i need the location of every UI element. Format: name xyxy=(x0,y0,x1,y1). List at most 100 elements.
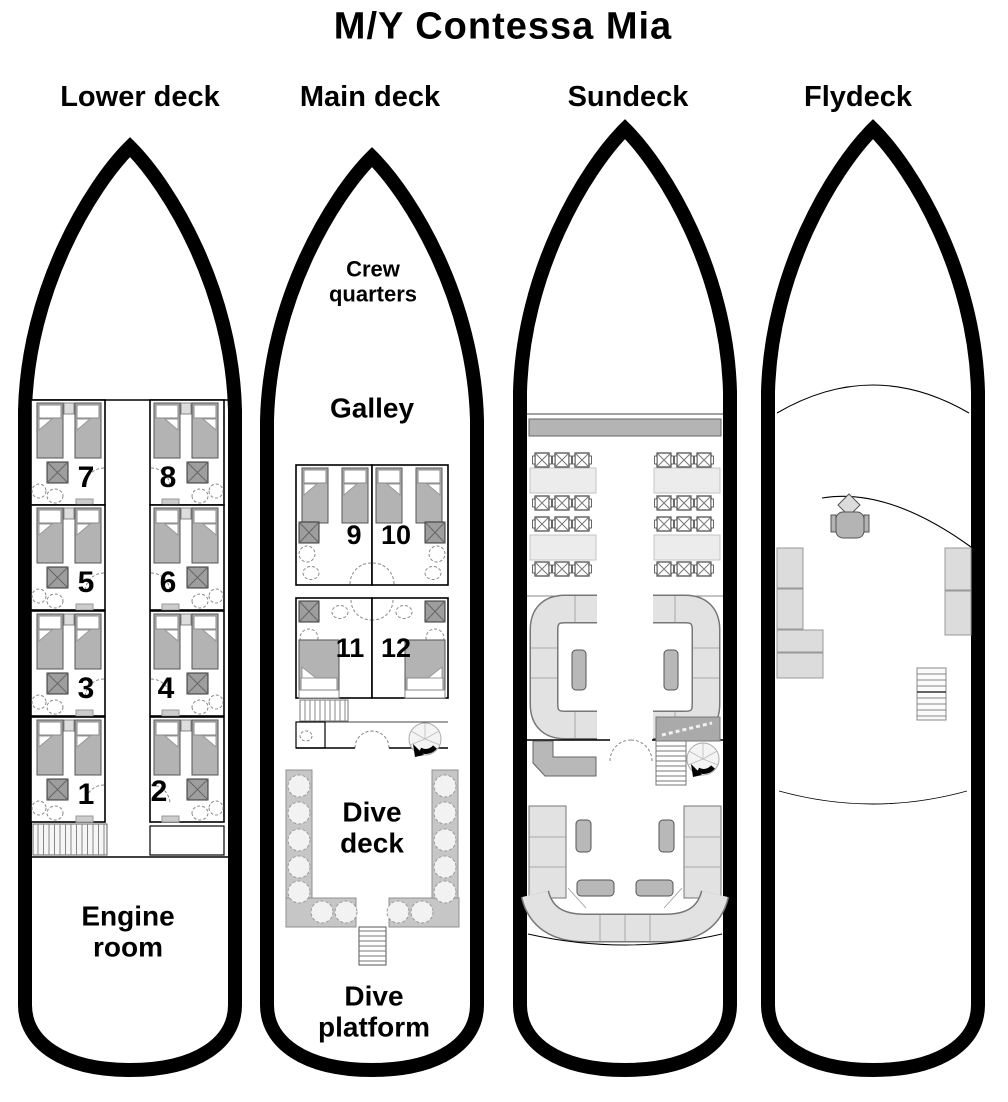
sundeck-plan xyxy=(513,119,737,1078)
dive-tank-icon xyxy=(287,855,311,879)
chair-icon xyxy=(673,452,695,468)
deck-edge-arc xyxy=(778,790,968,805)
wc-room xyxy=(295,721,326,749)
coffee-table xyxy=(658,819,675,853)
stairs-icon xyxy=(32,823,108,856)
chair-icon xyxy=(571,516,593,532)
coffee-table xyxy=(575,819,592,853)
chair-icon xyxy=(551,495,573,511)
stairs-icon xyxy=(299,699,349,722)
flydeck-plan xyxy=(761,119,985,1078)
dive-tank-icon xyxy=(433,855,457,879)
chair-icon xyxy=(531,561,553,577)
flydeck-seating xyxy=(776,547,972,679)
dining-table xyxy=(653,534,721,561)
chair-icon xyxy=(571,495,593,511)
cabin-1-number: 1 xyxy=(77,778,95,812)
dive-tank-icon xyxy=(334,900,358,924)
dining-table xyxy=(529,467,597,494)
sofa xyxy=(776,629,824,653)
sofa xyxy=(944,590,972,636)
flydeck-label: Flydeck xyxy=(804,80,912,113)
chair-icon xyxy=(693,561,715,577)
crew-quarters-label: Crew quarters xyxy=(328,256,418,306)
chair-icon xyxy=(673,495,695,511)
captain-chair xyxy=(835,511,865,539)
sofa xyxy=(944,547,972,591)
galley-label: Galley xyxy=(329,392,415,424)
cabin-3-number: 3 xyxy=(77,672,95,706)
dive-tank-icon xyxy=(433,801,457,825)
chair-icon xyxy=(673,561,695,577)
cabin-5-number: 5 xyxy=(77,566,95,600)
dive-deck-tank-racks xyxy=(285,769,460,928)
chair-icon xyxy=(531,452,553,468)
cabin-11-number: 11 xyxy=(335,632,365,663)
page-title: M/Y Contessa Mia xyxy=(333,5,673,48)
double-door-arcs xyxy=(609,739,653,762)
bar-counter xyxy=(528,418,722,437)
dive-tank-icon xyxy=(287,828,311,852)
sofa xyxy=(776,652,824,679)
stairs-icon xyxy=(655,740,687,786)
chair-icon xyxy=(673,516,695,532)
dive-tank-icon xyxy=(433,774,457,798)
helm-station xyxy=(830,493,870,539)
dining-table xyxy=(529,534,597,561)
ramp xyxy=(655,716,721,742)
bar-unit xyxy=(532,740,597,777)
chair-icon xyxy=(653,495,675,511)
chair-icon xyxy=(551,516,573,532)
stairs-icon xyxy=(916,667,947,721)
chair-icon xyxy=(653,516,675,532)
main-deck-label: Main deck xyxy=(299,80,441,113)
dining-area xyxy=(529,452,721,577)
sofa xyxy=(683,805,722,899)
chair-icon xyxy=(531,516,553,532)
dive-tank-icon xyxy=(433,880,457,904)
chair-icon xyxy=(653,561,675,577)
cabin-4-number: 4 xyxy=(157,672,175,706)
cabin-8-number: 8 xyxy=(159,461,177,495)
chair-icon xyxy=(693,452,715,468)
double-door-arcs xyxy=(354,730,390,749)
sundeck-label: Sundeck xyxy=(567,80,689,113)
sofa xyxy=(776,588,804,630)
coffee-table xyxy=(576,879,615,897)
aft-lounge xyxy=(520,805,730,946)
chair-icon xyxy=(653,452,675,468)
lower-deck-plan xyxy=(18,137,242,1078)
dive-tank-icon xyxy=(410,900,434,924)
chair-icon xyxy=(693,495,715,511)
chair-icon xyxy=(551,452,573,468)
dining-table xyxy=(653,467,721,494)
cabin-2-number: 2 xyxy=(150,775,168,809)
sofa xyxy=(528,805,567,899)
dive-tank-icon xyxy=(310,900,334,924)
dive-deck-label: Dive deck xyxy=(340,796,404,859)
dive-tank-icon xyxy=(287,774,311,798)
chair-icon xyxy=(571,561,593,577)
chair-icon xyxy=(693,516,715,532)
engine-room-label: Engine room xyxy=(81,900,175,963)
dive-platform-label: Dive platform xyxy=(318,980,430,1043)
cabin-6-number: 6 xyxy=(159,566,177,600)
cabin-10-number: 10 xyxy=(380,519,412,550)
chair-icon xyxy=(531,495,553,511)
dive-tank-icon xyxy=(287,880,311,904)
main-deck-plan xyxy=(260,147,484,1078)
stern-line xyxy=(527,933,723,946)
console-arc xyxy=(821,495,972,548)
stairs-icon xyxy=(358,926,387,966)
chair-icon xyxy=(571,452,593,468)
sofa xyxy=(776,547,804,589)
toilet-icon xyxy=(299,730,313,742)
dive-tank-icon xyxy=(433,828,457,852)
coffee-table xyxy=(571,649,587,691)
sundeck-hull xyxy=(513,119,737,1078)
cabin-7-number: 7 xyxy=(77,461,95,495)
coffee-table xyxy=(635,879,674,897)
dive-tank-icon xyxy=(386,900,410,924)
